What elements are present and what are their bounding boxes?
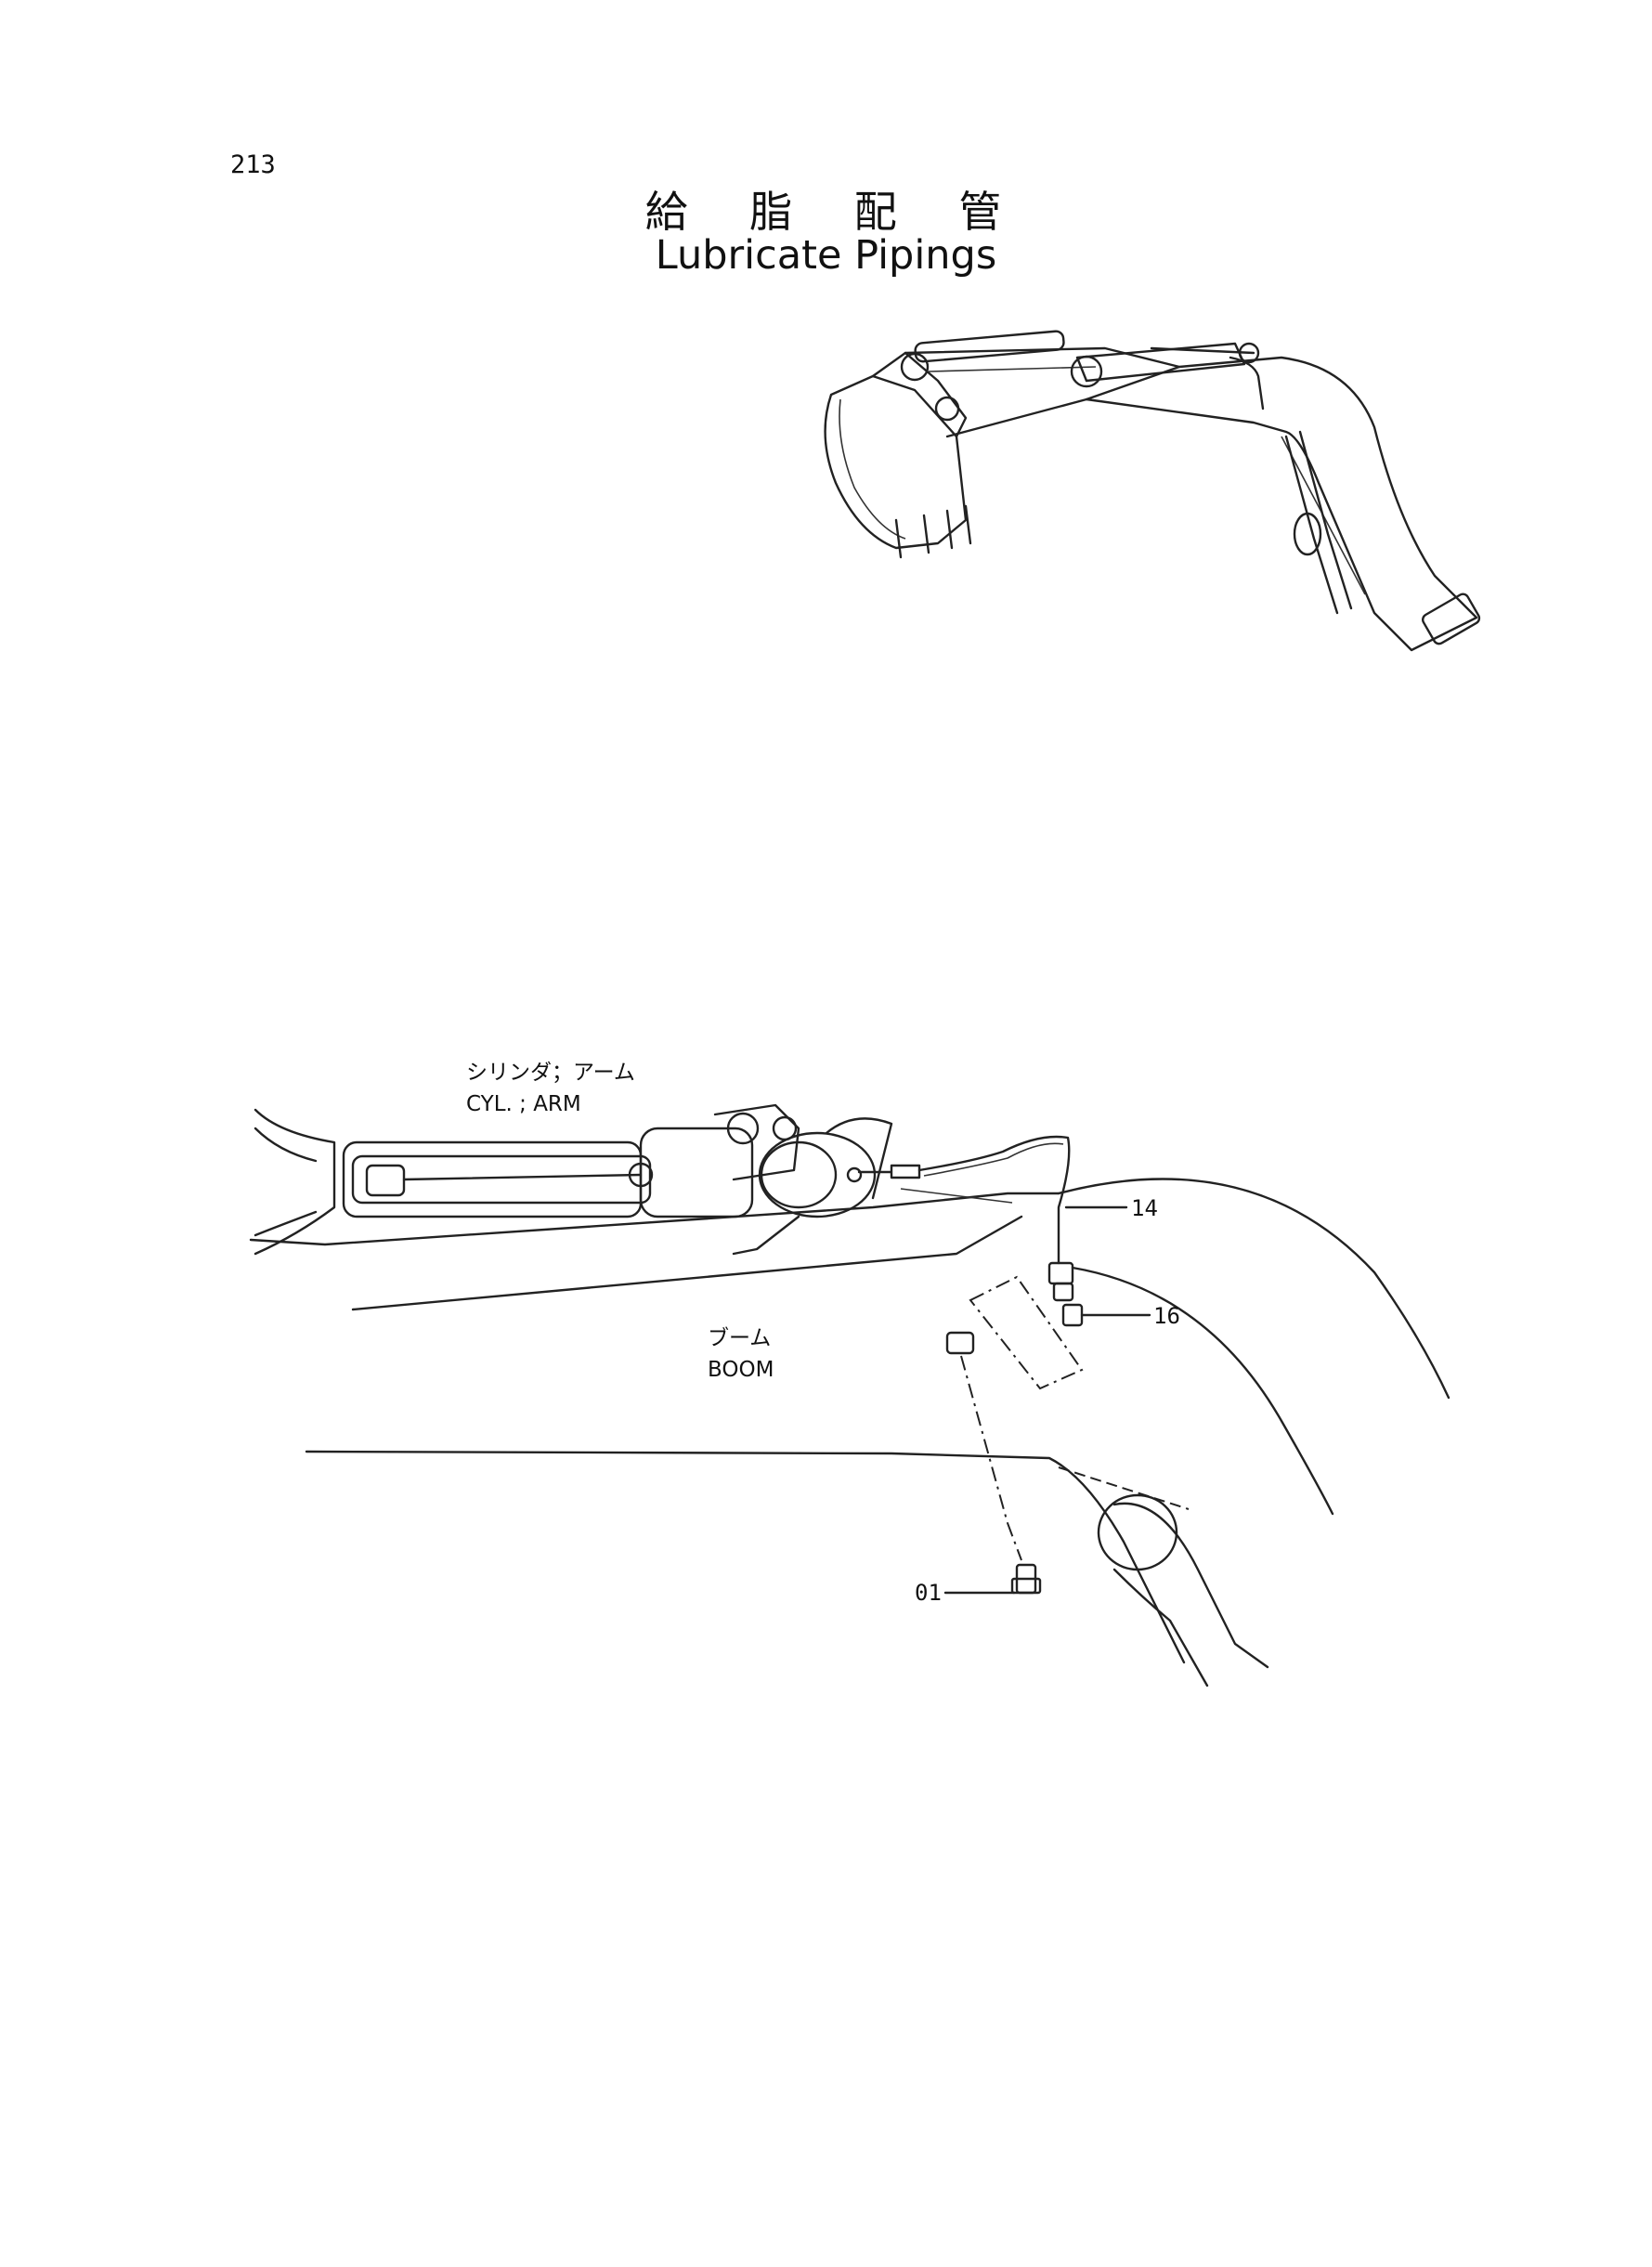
page-title-english: Lubricate Pipings [655,232,997,279]
label-boom-japanese: ブーム [708,1326,771,1350]
arm-cylinder-outline [254,1108,336,1256]
page-title-japanese: 給 脂 配 管 [644,187,1026,237]
callout-01-number: 01 [915,1580,942,1606]
callout-14-number: 14 [1131,1195,1158,1221]
detail-drawing [249,1103,1450,1687]
label-cylinder-japanese: シリンダ；アーム [466,1061,635,1085]
hose-14 [917,1135,1071,1265]
adapter-16 [1061,1303,1084,1327]
boom-outline [1085,356,1478,652]
page-number: 213 [230,150,276,179]
bucket-outline [824,374,968,550]
callout-14: 14 [1064,1195,1158,1221]
callout-16-number: 16 [1153,1303,1180,1329]
callout-16: 16 [1080,1303,1180,1329]
grease-fitting-01 [1010,1577,1042,1595]
callout-01: 01 [915,1580,1016,1606]
label-cylinder-english: CYL. ; ARM [466,1092,581,1116]
label-boom-english: BOOM [708,1358,774,1382]
excavator-overview-drawing [824,330,1481,652]
